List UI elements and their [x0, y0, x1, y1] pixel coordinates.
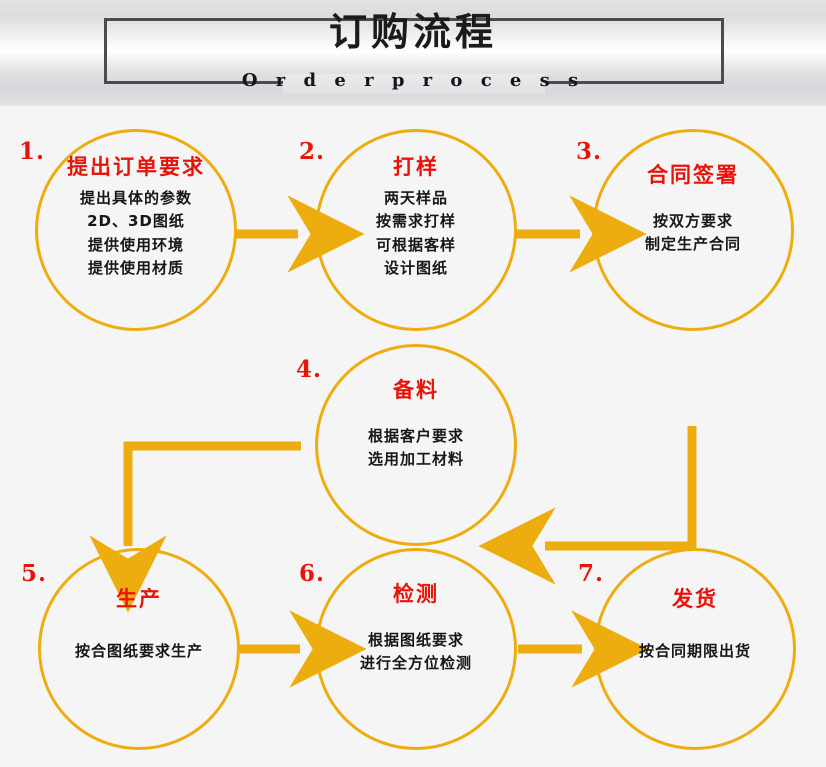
step-node-3[interactable]: 合同签署 按双方要求 制定生产合同	[592, 129, 794, 331]
connector-step4-to-step5	[89, 441, 301, 613]
step-body-line: 两天样品	[383, 189, 448, 207]
step-title-5: 生产	[116, 587, 162, 611]
step-body-line: 提供使用材质	[87, 258, 184, 277]
process-flow-diagram: 提出订单要求 提出具体的参数 2D、3D图纸 提供使用环境 提供使用材质 1. …	[0, 106, 826, 767]
page-subtitle: O r d e r p r o c e s s	[241, 70, 585, 91]
step-body-line: 提出具体的参数	[79, 189, 192, 207]
page-title: 订购流程	[328, 10, 497, 54]
step-node-7[interactable]: 发货 按合同期限出货	[594, 548, 796, 750]
step-body-line: 按需求打样	[375, 212, 456, 231]
step-number-2: 2.	[299, 138, 326, 165]
step-body-line: 按合同期限出货	[638, 642, 751, 660]
step-number-4: 4.	[296, 356, 323, 383]
step-body-line: 提供使用环境	[87, 235, 184, 254]
step-number-7: 7.	[578, 560, 605, 587]
step-title-4: 备料	[393, 378, 439, 402]
step-body-7: 按合同期限出货	[639, 640, 751, 663]
step-body-line: 可根据客样	[375, 235, 456, 254]
step-number-5: 5.	[21, 560, 48, 587]
step-body-line: 选用加工材料	[367, 450, 464, 469]
step-node-6[interactable]: 检测 根据图纸要求 进行全方位检测	[315, 548, 517, 750]
step-body-6: 根据图纸要求 进行全方位检测	[360, 629, 472, 676]
flow-connectors-layer	[89, 195, 697, 688]
step-body-line: 进行全方位检测	[359, 654, 472, 673]
step-node-5[interactable]: 生产 按合图纸要求生产	[38, 548, 240, 750]
subtitle-border-gap	[283, 74, 545, 94]
step-body-line: 2D、3D图纸	[87, 212, 185, 231]
step-title-6: 检测	[393, 582, 439, 606]
step-body-3: 按双方要求 制定生产合同	[645, 210, 741, 257]
step-body-line: 设计图纸	[383, 258, 448, 277]
step-node-2[interactable]: 打样 两天样品 按需求打样 可根据客样 设计图纸	[315, 129, 517, 331]
step-number-6: 6.	[299, 560, 326, 587]
step-body-line: 根据客户要求	[367, 427, 464, 445]
step-body-2: 两天样品 按需求打样 可根据客样 设计图纸	[376, 187, 456, 280]
step-body-1: 提出具体的参数 2D、3D图纸 提供使用环境 提供使用材质	[80, 187, 192, 280]
step-node-4[interactable]: 备料 根据客户要求 选用加工材料	[315, 344, 517, 546]
step-title-3: 合同签署	[647, 163, 739, 187]
step-body-line: 按合图纸要求生产	[74, 642, 203, 660]
step-body-line: 制定生产合同	[644, 235, 741, 254]
step-number-3: 3.	[576, 138, 603, 165]
header-band: 订购流程 O r d e r p r o c e s s	[0, 0, 826, 106]
step-number-1: 1.	[19, 138, 46, 165]
step-body-line: 根据图纸要求	[367, 631, 464, 649]
step-node-1[interactable]: 提出订单要求 提出具体的参数 2D、3D图纸 提供使用环境 提供使用材质	[35, 129, 237, 331]
step-title-7: 发货	[672, 587, 718, 611]
step-body-4: 根据客户要求 选用加工材料	[368, 425, 464, 472]
step-title-1: 提出订单要求	[67, 155, 205, 179]
step-body-5: 按合图纸要求生产	[75, 640, 203, 663]
step-title-2: 打样	[393, 155, 439, 179]
connector-step3-to-step4	[478, 426, 697, 585]
step-body-line: 按双方要求	[652, 212, 733, 230]
